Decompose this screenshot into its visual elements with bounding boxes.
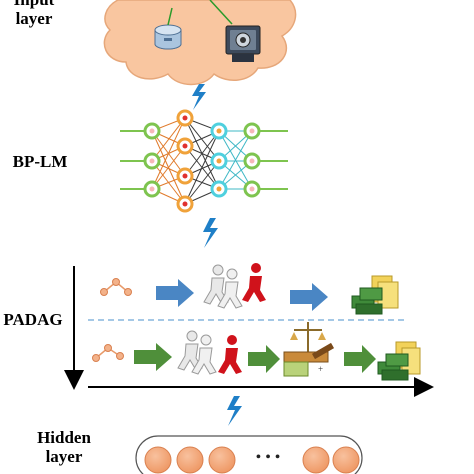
nn-node-center: [216, 158, 222, 164]
blue-arrow-1: [156, 279, 194, 307]
scales-gavel-icon: +: [283, 322, 335, 377]
database-icon: [154, 7, 182, 50]
nn-node-center: [249, 186, 255, 192]
nn-node-center: [182, 143, 188, 149]
input-layer-label-line2: layer: [15, 9, 53, 28]
hidden-node: [208, 446, 236, 474]
hidden-node: [176, 446, 204, 474]
nn-edge: [151, 117, 186, 162]
lightning-icon-1: [192, 84, 206, 110]
nn-node-center: [149, 158, 155, 164]
hidden-layer-label: Hidden layer: [26, 428, 102, 466]
input-layer-label-line1: Input: [4, 0, 64, 9]
green-arrow-1: [134, 343, 172, 371]
nn-edge: [184, 130, 220, 177]
runners-icon-row2: [177, 330, 242, 375]
nn-node-center: [249, 158, 255, 164]
hidden-node: [332, 446, 360, 474]
nn-node-center: [182, 201, 188, 207]
nn-edge: [151, 145, 186, 190]
nn-edge: [218, 130, 253, 190]
nn-node-center: [149, 186, 155, 192]
hidden-node: [144, 446, 172, 474]
hidden-layer-nodes: [144, 446, 360, 474]
camera-icon: [209, 0, 261, 62]
green-arrow-2: [248, 345, 280, 373]
runners-icon-row1: [203, 263, 266, 309]
graph-icon-row2: [92, 344, 124, 362]
input-layer-label: Input layer: [4, 0, 64, 28]
nn-node-center: [182, 173, 188, 179]
lightning-icon-2: [203, 218, 218, 248]
padag-axes: [64, 266, 434, 397]
blue-arrow-2: [290, 283, 328, 311]
svg-text:+: +: [318, 364, 323, 374]
money-documents-icon-row1: [351, 275, 399, 315]
lightning-icon-3: [227, 396, 242, 426]
green-arrow-3: [344, 345, 376, 373]
nn-node-center: [249, 128, 255, 134]
nn-node-center: [216, 186, 222, 192]
neural-network-icon: [120, 109, 288, 213]
money-documents-icon-row2: [377, 341, 421, 381]
nn-edge: [184, 130, 220, 205]
input-cloud: [103, 0, 297, 86]
nn-edge: [184, 117, 220, 162]
nn-node-center: [182, 115, 188, 121]
hidden-layer-label-line1: Hidden: [37, 428, 91, 447]
nn-edge: [151, 117, 186, 190]
nn-node-center: [149, 128, 155, 134]
hidden-layer-label-line2: layer: [45, 447, 83, 466]
bp-lm-label: BP-LM: [12, 152, 68, 171]
nn-edge: [184, 160, 220, 205]
padag-label: PADAG: [3, 310, 63, 329]
nn-node-center: [216, 128, 222, 134]
hidden-layer-ellipsis: • • •: [256, 449, 281, 466]
hidden-node: [302, 446, 330, 474]
graph-icon-row1: [100, 278, 132, 296]
